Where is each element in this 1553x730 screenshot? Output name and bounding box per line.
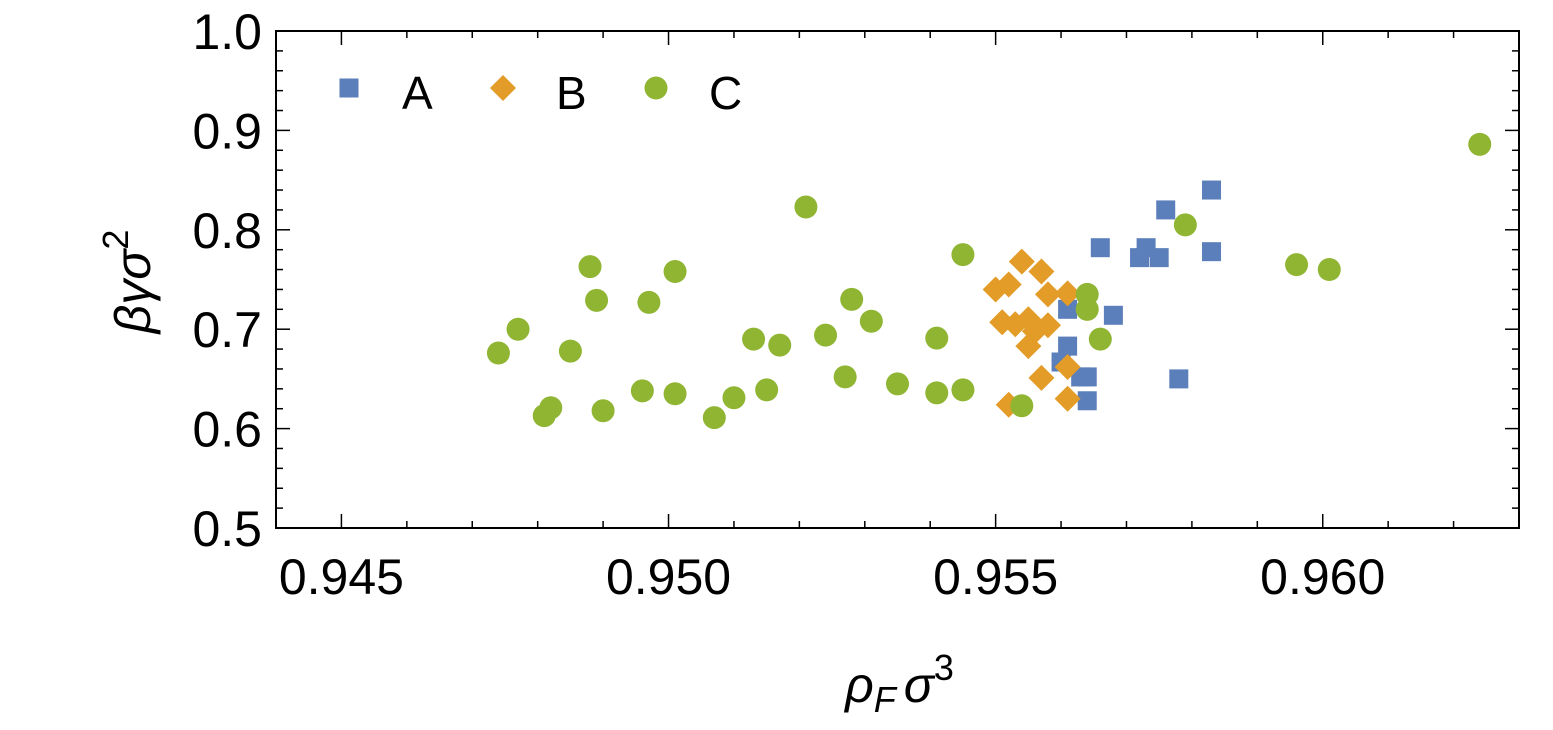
data-point-C	[506, 317, 530, 341]
y-tick-label: 0.8	[192, 203, 262, 259]
data-point-C	[742, 327, 766, 351]
data-point-C	[578, 255, 602, 279]
data-marks	[486, 132, 1492, 430]
legend-label-A: A	[402, 67, 433, 119]
data-point-B	[1054, 385, 1081, 412]
legend: A B C	[339, 67, 742, 119]
data-point-C	[591, 399, 615, 423]
data-point-B	[995, 271, 1022, 298]
data-point-B	[1008, 248, 1035, 275]
data-point-A	[1058, 336, 1078, 356]
data-point-C	[814, 323, 838, 347]
data-point-A	[1202, 242, 1222, 262]
data-point-C	[1075, 297, 1099, 321]
legend-item-A: A	[339, 67, 433, 119]
data-point-C	[925, 326, 949, 350]
data-point-A	[1169, 369, 1189, 389]
legend-marker-C	[644, 76, 668, 100]
data-point-B	[1028, 258, 1055, 285]
data-point-B	[1034, 281, 1061, 308]
data-point-C	[794, 195, 818, 219]
series-C	[486, 132, 1492, 430]
data-point-C	[630, 379, 654, 403]
x-axis-title-symbol2: σ	[904, 657, 936, 713]
data-point-C	[1088, 327, 1112, 351]
data-point-C	[833, 365, 857, 389]
y-tick-label: 0.6	[192, 402, 262, 458]
legend-item-C: C	[644, 67, 742, 119]
data-point-C	[1468, 132, 1492, 156]
legend-label-B: B	[556, 67, 587, 119]
data-point-A	[1090, 238, 1110, 258]
tick-labels: 0.945 0.950 0.955 0.960 0.5 0.6 0.7 0.8 0.9 1.0	[192, 4, 1385, 605]
x-tick-label: 0.945	[279, 549, 404, 605]
data-point-A	[1077, 391, 1097, 411]
data-point-A	[1202, 180, 1222, 200]
data-point-C	[951, 243, 975, 267]
series-B	[982, 248, 1081, 418]
legend-marker-A	[339, 78, 359, 98]
data-point-A	[1077, 367, 1097, 387]
x-axis-title-superscript: 3	[934, 647, 954, 688]
data-point-C	[722, 386, 746, 410]
y-tick-label: 1.0	[192, 4, 262, 60]
y-tick-label: 0.7	[192, 302, 262, 358]
data-point-B	[1034, 312, 1061, 339]
data-point-C	[951, 378, 975, 402]
data-point-B	[1054, 353, 1081, 380]
data-point-B	[1015, 333, 1042, 360]
data-point-C	[840, 287, 864, 311]
data-point-C	[585, 288, 609, 312]
y-tick-label: 0.9	[192, 103, 262, 159]
data-point-B	[1054, 280, 1081, 307]
data-point-C	[663, 382, 687, 406]
data-point-C	[539, 396, 563, 420]
x-axis-title-subscript: F	[874, 679, 898, 720]
series-A	[1051, 180, 1222, 411]
data-point-C	[925, 381, 949, 405]
x-tick-label: 0.950	[606, 549, 731, 605]
y-axis-title-symbol: βγσ	[105, 248, 161, 336]
x-tick-label: 0.955	[933, 549, 1058, 605]
axis-ticks	[275, 30, 1520, 529]
data-point-A	[1103, 305, 1123, 325]
data-point-C	[637, 290, 661, 314]
data-point-C	[768, 333, 792, 357]
x-tick-label: 0.960	[1260, 549, 1385, 605]
legend-marker-B	[490, 75, 516, 101]
y-tick-label: 0.5	[192, 501, 262, 557]
data-point-C	[1285, 253, 1309, 277]
data-point-C	[486, 341, 510, 365]
data-point-C	[859, 309, 883, 333]
data-point-C	[702, 406, 726, 430]
y-axis-title: βγσ2	[95, 230, 161, 336]
legend-item-B: B	[490, 67, 587, 119]
y-axis-title-superscript: 2	[95, 230, 136, 250]
data-point-C	[663, 260, 687, 284]
x-axis-title-symbol: ρ	[843, 657, 874, 713]
plot-frame	[275, 30, 1520, 529]
data-point-B	[1002, 311, 1029, 338]
data-point-C	[1317, 258, 1341, 282]
data-point-A	[1156, 200, 1176, 220]
data-point-C	[1173, 213, 1197, 237]
data-point-C	[558, 339, 582, 363]
data-point-C	[886, 372, 909, 396]
data-point-C	[755, 378, 779, 402]
legend-label-C: C	[709, 67, 742, 119]
data-point-A	[1058, 299, 1078, 319]
data-point-A	[1149, 248, 1169, 268]
data-point-B	[1028, 364, 1055, 391]
data-point-C	[1010, 394, 1034, 418]
